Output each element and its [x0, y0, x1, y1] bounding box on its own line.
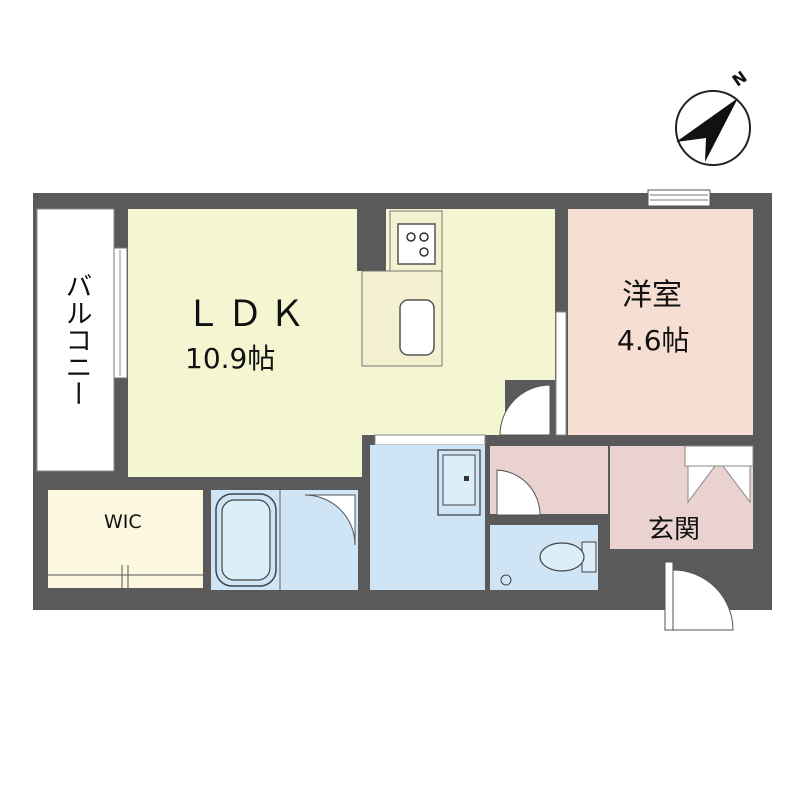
- wic-room: WIC: [48, 490, 203, 588]
- ldk-size: 10.9帖: [185, 342, 275, 375]
- toilet-bowl-icon: [539, 542, 585, 572]
- wic-floor: [48, 490, 203, 588]
- balcony-label: バルコニー: [61, 272, 92, 407]
- balcony-window: [113, 247, 128, 379]
- sink-icon: [399, 299, 435, 356]
- western-label: 洋室: [622, 278, 682, 313]
- paper-holder-icon: [500, 574, 512, 586]
- north-arrow-icon: [676, 98, 738, 162]
- compass: N: [675, 67, 751, 166]
- entrance: 玄関: [610, 445, 754, 549]
- western-floor: [568, 209, 753, 435]
- ldk-door: [499, 384, 551, 436]
- toilet-room: [490, 525, 598, 590]
- balcony: バルコニー: [36, 208, 115, 472]
- stove-icon: [397, 223, 436, 265]
- top-window: [647, 189, 711, 207]
- western-door: [555, 311, 567, 436]
- washroom: [370, 445, 485, 590]
- compass-north-label: N: [729, 67, 751, 90]
- western-size: 4.6帖: [617, 324, 690, 357]
- kitchen-counter: [361, 210, 443, 367]
- balcony-floor: [36, 208, 115, 472]
- western-room: 洋室 4.6帖: [568, 209, 753, 435]
- entry-door: [664, 561, 734, 631]
- bathroom: [211, 490, 358, 590]
- wash-sliding-door: [374, 434, 486, 446]
- entrance-label: 玄関: [648, 515, 700, 545]
- hall: [490, 446, 608, 516]
- ldk-floor: [128, 209, 555, 477]
- wic-label: WIC: [104, 511, 142, 533]
- ldk-room: ＬＤＫ 10.9帖: [128, 209, 555, 477]
- ldk-label: ＬＤＫ: [185, 294, 311, 335]
- shoe-cabinet: [684, 445, 754, 467]
